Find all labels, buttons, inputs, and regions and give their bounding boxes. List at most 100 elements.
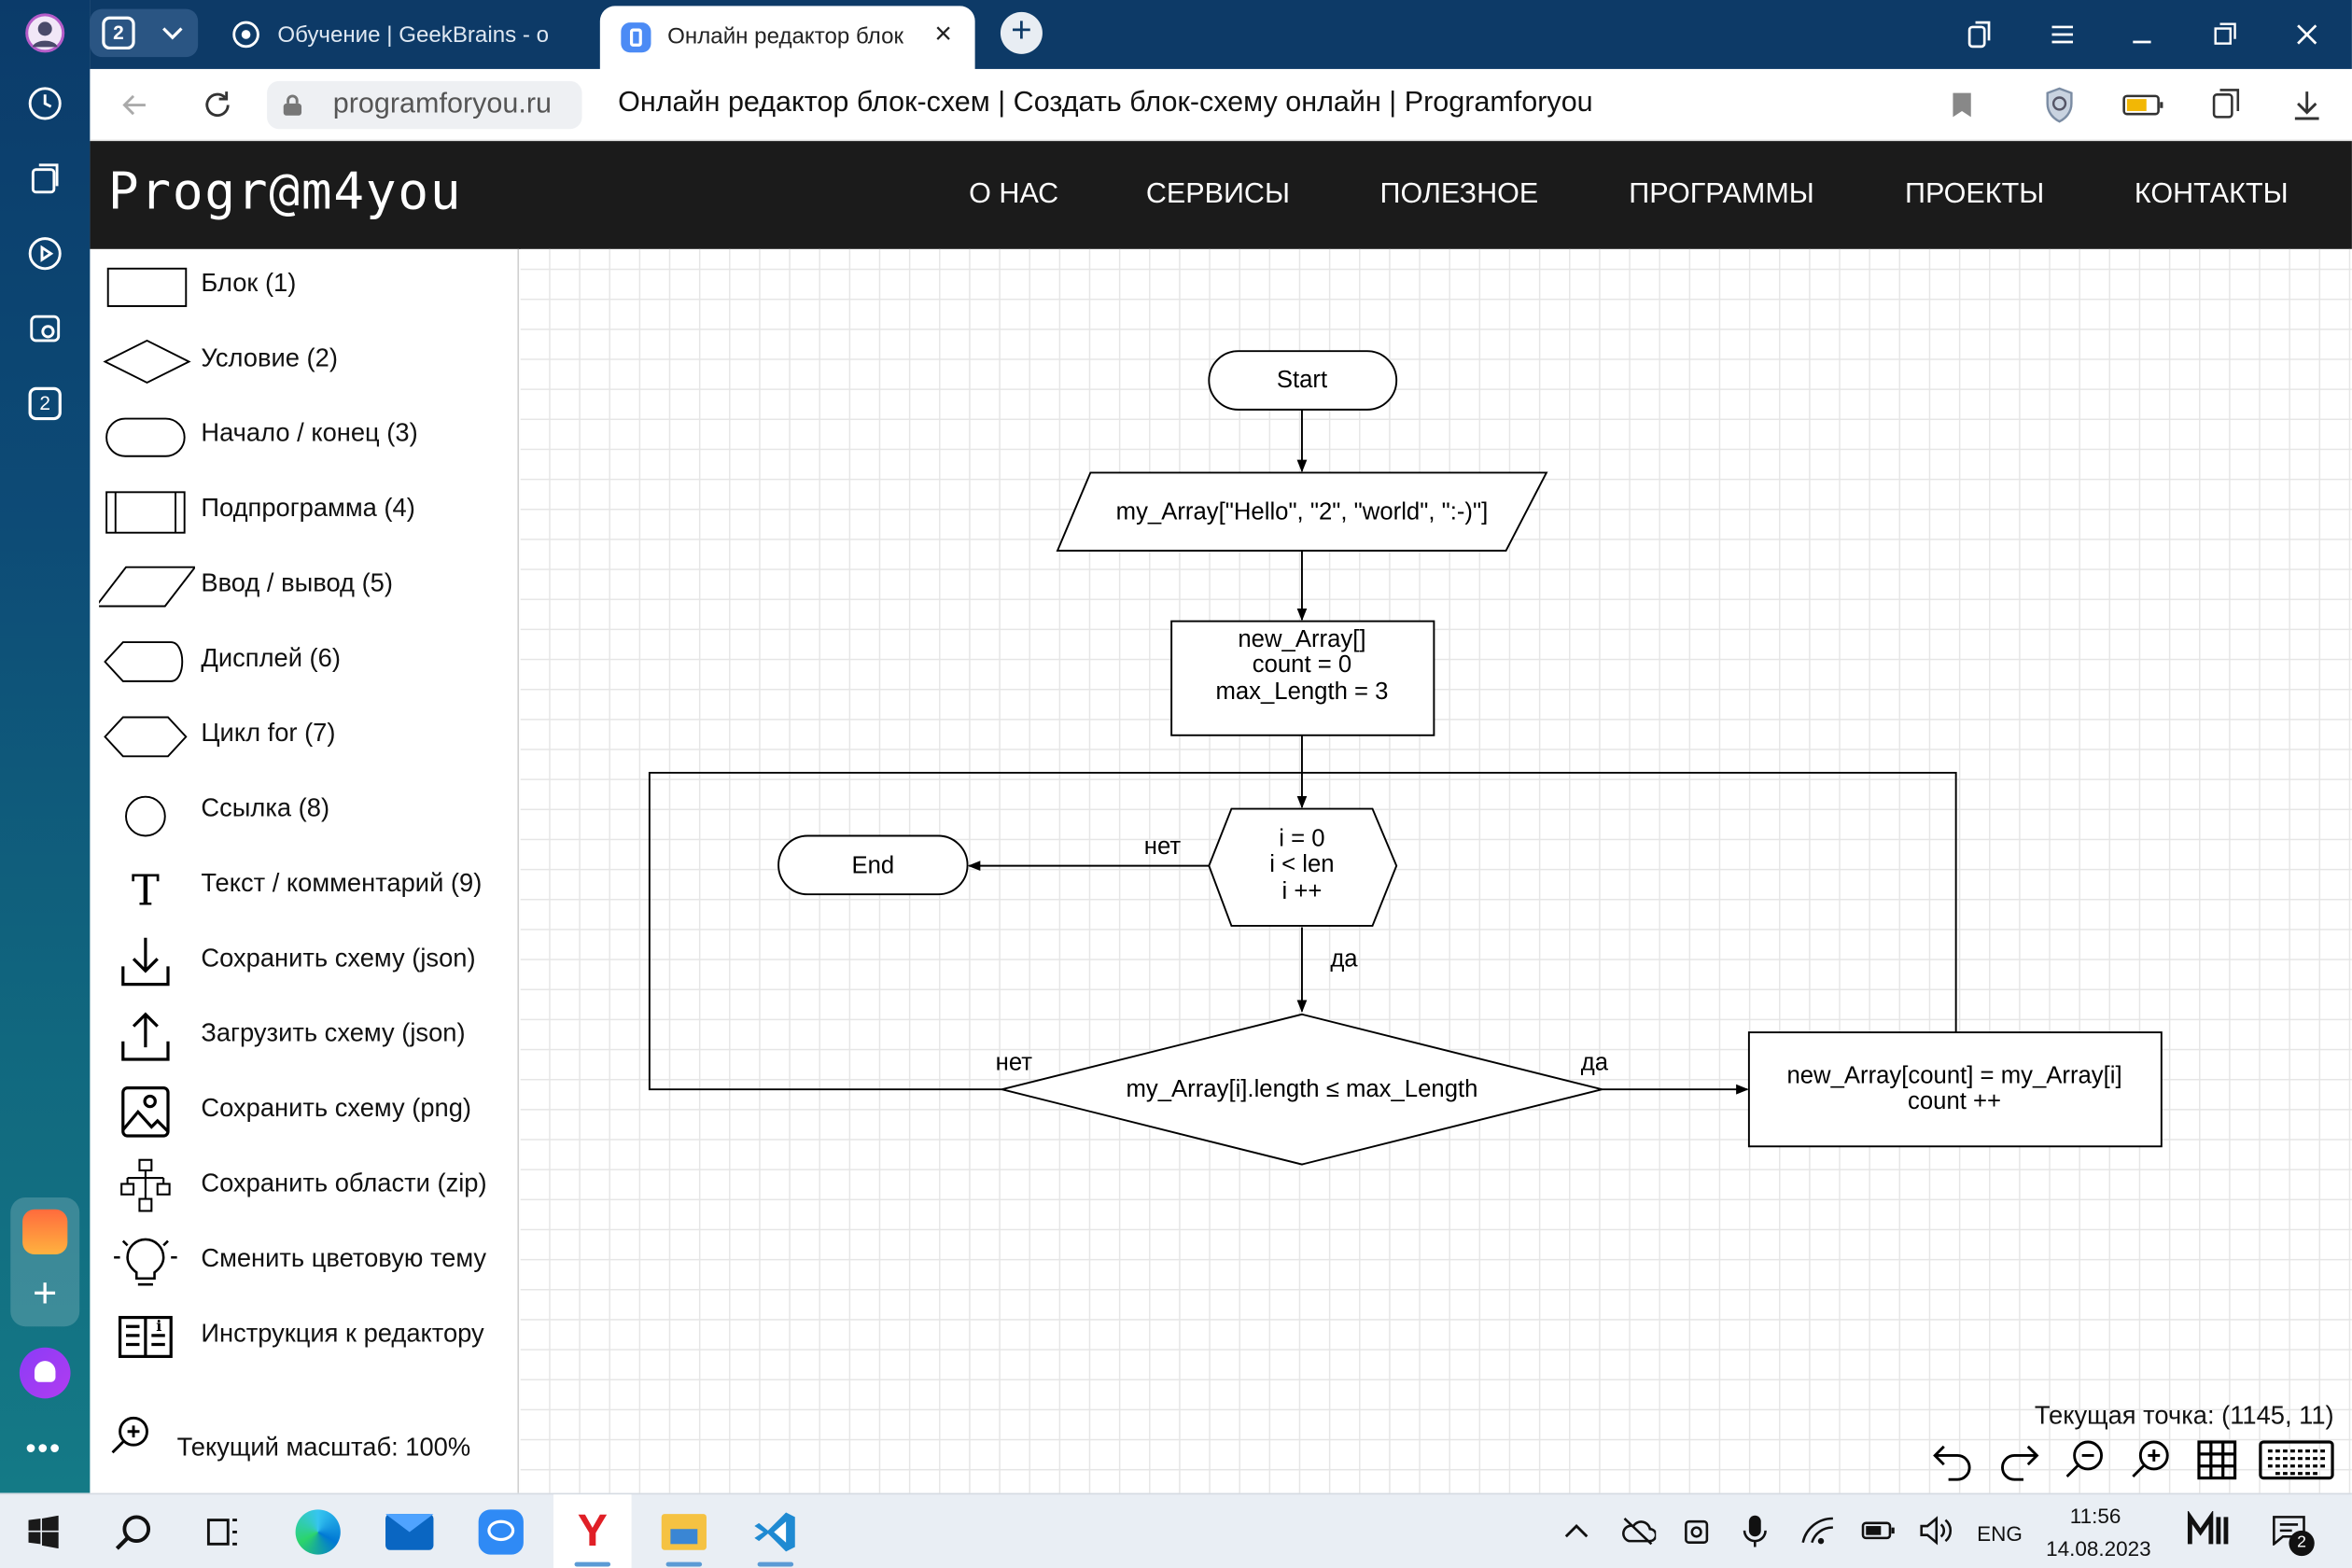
tab-count-icon[interactable]: 2 bbox=[24, 383, 66, 425]
chevron-up-icon[interactable] bbox=[1563, 1520, 1590, 1542]
messenger-app-icon[interactable] bbox=[462, 1494, 540, 1568]
end-terminator[interactable] bbox=[777, 834, 969, 896]
tool-subroutine[interactable]: Подпрограмма (4) bbox=[90, 474, 519, 549]
tab-title: Онлайн редактор блок bbox=[667, 23, 904, 50]
tool-terminator[interactable]: Начало / конец (3) bbox=[90, 399, 519, 474]
tab-active-programforyou[interactable]: Онлайн редактор блок × bbox=[599, 6, 975, 69]
mail-app-icon[interactable] bbox=[371, 1494, 449, 1568]
grid-toggle-icon[interactable] bbox=[2194, 1437, 2239, 1482]
nav-programs[interactable]: ПРОГРАММЫ bbox=[1629, 178, 1814, 211]
microphone-icon[interactable] bbox=[1740, 1513, 1770, 1549]
tool-instructions[interactable]: i Инструкция к редактору bbox=[90, 1299, 519, 1374]
loop-hexagon-icon bbox=[104, 716, 188, 758]
zoom-icon[interactable] bbox=[108, 1413, 153, 1458]
video-play-icon[interactable] bbox=[24, 232, 66, 274]
new-tab-button[interactable]: + bbox=[1000, 11, 1043, 54]
tool-save-zip[interactable]: Сохранить области (zip) bbox=[90, 1149, 519, 1224]
redo-icon[interactable] bbox=[1996, 1437, 2041, 1482]
menu-icon[interactable] bbox=[2048, 20, 2078, 49]
nav-services[interactable]: СЕРВИСЫ bbox=[1145, 178, 1291, 211]
zoom-label: Текущий масштаб: 100% bbox=[176, 1433, 471, 1462]
history-icon[interactable] bbox=[24, 82, 66, 124]
tab-manager-icon[interactable] bbox=[1965, 20, 1995, 49]
vscode-app-icon[interactable] bbox=[736, 1494, 815, 1568]
flowchart-canvas[interactable]: Start my_Array["Hello", "2", "world", ":… bbox=[520, 248, 2352, 1493]
close-window-icon[interactable] bbox=[2292, 20, 2322, 49]
loop-hexagon[interactable] bbox=[1208, 807, 1398, 927]
tool-theme[interactable]: Сменить цветовую тему bbox=[90, 1225, 519, 1299]
nav-useful[interactable]: ПОЛЕЗНОЕ bbox=[1379, 178, 1539, 211]
yandex-browser-app-icon[interactable]: Y bbox=[553, 1494, 632, 1568]
onedrive-icon[interactable] bbox=[1620, 1514, 1657, 1547]
assign-block[interactable] bbox=[1747, 1031, 2163, 1148]
mail-app-icon[interactable] bbox=[22, 1209, 68, 1255]
bookmark-icon[interactable] bbox=[1950, 90, 1974, 119]
tool-label: Сменить цветовую тему bbox=[201, 1243, 487, 1273]
subroutine-icon bbox=[105, 491, 186, 534]
keyboard-icon[interactable] bbox=[2258, 1437, 2336, 1482]
collections-icon[interactable] bbox=[2208, 87, 2245, 123]
editor-favicon-icon bbox=[621, 22, 651, 53]
init-block[interactable] bbox=[1170, 620, 1435, 736]
back-icon[interactable] bbox=[120, 90, 150, 119]
tool-display[interactable]: Дисплей (6) bbox=[90, 624, 519, 699]
notifications-icon[interactable]: 2 bbox=[2271, 1513, 2315, 1557]
search-icon[interactable] bbox=[114, 1513, 153, 1552]
edge-app-icon[interactable] bbox=[279, 1494, 357, 1568]
rail-tab-badge: 2 bbox=[28, 386, 62, 421]
reload-icon[interactable] bbox=[201, 89, 233, 121]
tool-save-png[interactable]: Сохранить схему (png) bbox=[90, 1074, 519, 1149]
volume-icon[interactable] bbox=[1917, 1514, 1953, 1547]
tool-for-loop[interactable]: Цикл for (7) bbox=[90, 699, 519, 774]
profile-avatar[interactable] bbox=[24, 12, 66, 54]
add-app-icon[interactable]: + bbox=[33, 1269, 58, 1316]
nav-about[interactable]: О НАС bbox=[969, 178, 1059, 211]
meet-now-icon[interactable] bbox=[2187, 1510, 2229, 1550]
downloads-icon[interactable] bbox=[2290, 87, 2323, 123]
init-line: max_Length = 3 bbox=[1215, 679, 1388, 705]
zoom-in-icon[interactable] bbox=[2128, 1437, 2173, 1482]
tool-io[interactable]: Ввод / вывод (5) bbox=[90, 549, 519, 623]
collections-icon[interactable] bbox=[24, 158, 66, 200]
tool-link[interactable]: Ссылка (8) bbox=[90, 775, 519, 849]
screenshot-icon[interactable] bbox=[24, 308, 66, 350]
close-tab-icon[interactable]: × bbox=[934, 18, 953, 51]
wifi-icon[interactable] bbox=[1800, 1516, 1837, 1546]
zoom-out-icon[interactable] bbox=[2063, 1437, 2107, 1482]
nav-projects[interactable]: ПРОЕКТЫ bbox=[1905, 178, 2045, 211]
input-text: my_Array["Hello", "2", "world", ":-)"] bbox=[1116, 498, 1489, 525]
geekbrains-favicon-icon bbox=[232, 21, 259, 49]
minimize-icon[interactable] bbox=[2127, 20, 2157, 49]
file-explorer-app-icon[interactable] bbox=[645, 1494, 723, 1568]
restore-icon[interactable] bbox=[2209, 20, 2239, 49]
condition-diamond[interactable] bbox=[1001, 1013, 1603, 1166]
tab-geekbrains[interactable]: Обучение | GeekBrains - о bbox=[232, 3, 593, 66]
start-terminator[interactable] bbox=[1208, 350, 1398, 411]
undo-icon[interactable] bbox=[1930, 1437, 1975, 1482]
protect-shield-icon[interactable] bbox=[2043, 86, 2076, 125]
tool-text[interactable]: T Текст / комментарий (9) bbox=[90, 849, 519, 924]
alice-assistant-icon[interactable] bbox=[19, 1347, 71, 1399]
clock-time[interactable]: 11:56 bbox=[2069, 1503, 2121, 1528]
url-field[interactable]: programforyou.ru bbox=[267, 80, 582, 130]
init-line: new_Array[] bbox=[1238, 626, 1365, 652]
camera-icon[interactable] bbox=[1682, 1513, 1715, 1549]
tool-save-json[interactable]: Сохранить схему (json) bbox=[90, 924, 519, 999]
input-parallelogram[interactable] bbox=[1056, 471, 1548, 552]
site-logo[interactable]: Progr@m4you bbox=[107, 161, 463, 222]
battery-saver-icon[interactable] bbox=[2122, 93, 2164, 118]
task-view-icon[interactable] bbox=[205, 1514, 242, 1550]
image-icon bbox=[121, 1085, 170, 1138]
tool-condition[interactable]: Условие (2) bbox=[90, 324, 519, 399]
battery-icon[interactable] bbox=[1860, 1517, 1897, 1544]
windows-start-icon[interactable] bbox=[27, 1515, 60, 1549]
input-language[interactable]: ENG bbox=[1977, 1521, 2023, 1546]
more-icon[interactable]: ••• bbox=[25, 1433, 62, 1466]
tab-groups-button[interactable]: 2 bbox=[90, 8, 199, 58]
nav-contacts[interactable]: КОНТАКТЫ bbox=[2134, 178, 2289, 211]
clock-date[interactable]: 14.08.2023 bbox=[2046, 1536, 2151, 1561]
tool-load-json[interactable]: Загрузить схему (json) bbox=[90, 1000, 519, 1074]
tool-block[interactable]: Блок (1) bbox=[90, 249, 519, 324]
tool-label: Дисплей (6) bbox=[201, 643, 341, 673]
loop-yes-label: да bbox=[1330, 945, 1358, 972]
